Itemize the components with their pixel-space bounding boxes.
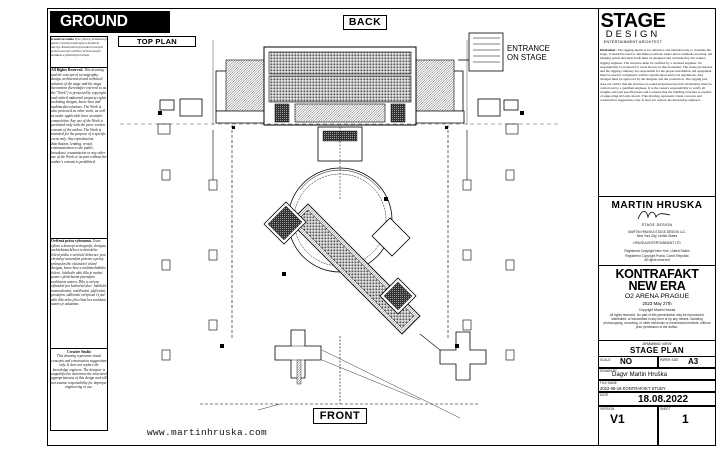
logo-stage-text: STAGE [600, 10, 666, 32]
copyright-note: All rights reserved. No part of this pre… [603, 313, 711, 329]
sheet-label: SHEET [660, 407, 671, 411]
notes-block-3-head: Ověřená práva vyhrazena. [51, 239, 92, 243]
designer-name: MARTIN HRUSKA [611, 200, 703, 211]
version-label: VERSION [600, 407, 615, 411]
disclaimer-head: Disclaimer: [600, 48, 617, 52]
fixture-icons [158, 111, 524, 348]
paper-value: A3 [688, 357, 699, 366]
title-block-divider [598, 196, 716, 197]
notes-block-1-head: Kreativní studio [51, 37, 74, 41]
diagonal-runway [263, 201, 421, 335]
disclaimer-text: Disclaimer: The rigging sketch is for re… [600, 48, 714, 103]
sheet-value: 1 [682, 412, 689, 426]
notes-divider [50, 67, 108, 68]
view-label: TOP PLAN [118, 36, 196, 47]
notes-divider [50, 238, 108, 239]
cross-platform-left [274, 329, 322, 385]
project-venue: O2 ARENA PRAGUE [624, 293, 690, 300]
scale-label: SCALE [600, 358, 611, 362]
signature-mark [637, 210, 671, 220]
version-cell [598, 406, 658, 446]
front-label: FRONT [313, 408, 367, 424]
entrance-label-line2: ON STAGE [507, 53, 547, 62]
title-block-column [598, 9, 716, 446]
website-link[interactable]: www.martinhruska.com [147, 427, 268, 438]
file-label: FILE NAME [600, 381, 617, 385]
notes-block-4-body: This drawing represents visual concepts … [51, 354, 107, 390]
address-line: Registered Copyright New York, United St… [624, 249, 690, 253]
drawn-cell [598, 368, 716, 380]
notes-block-3: Ověřená práva vyhrazena. Tento výkres a … [51, 239, 107, 347]
entrance-label: ENTRANCE ON STAGE [507, 44, 550, 62]
drawn-value: Dagvr Martin Hruška [612, 372, 668, 378]
copyright-line: Copyright Martin Hruska [638, 308, 676, 312]
address-line: New York City, United States [636, 234, 678, 238]
notes-divider [50, 348, 108, 349]
notes-block-2: All Rights Reserved. This drawing and th… [51, 68, 107, 236]
file-value: 2022-08-18 KONTRAFAKT STUDY [600, 386, 666, 391]
scale-value: NO [620, 357, 632, 366]
notes-block-1: Kreativní studio Tyto výkresy představuj… [51, 37, 107, 59]
guide-lines [120, 40, 560, 125]
designer-sub: STAGE DESIGN [641, 223, 673, 227]
drawing-view-value: STAGE PLAN [630, 346, 684, 355]
version-value: V1 [610, 412, 625, 426]
title-block-divider [598, 340, 716, 341]
drawn-label: DRAWN BY [600, 369, 618, 373]
file-cell [598, 380, 716, 392]
notes-block-2-body: This drawing and the concept of scenogra… [51, 68, 107, 164]
project-title-line2: NEW ERA [628, 279, 686, 293]
date-label: DATE [600, 393, 609, 397]
paper-cell [658, 356, 716, 368]
address-line: All rights reserved [644, 258, 670, 262]
logo-subtitle: ENTERTAINMENT ARCHITECT [603, 40, 663, 44]
title-block-divider [598, 265, 716, 266]
side-catwalks [157, 123, 519, 361]
entrance-label-line1: ENTRANCE [507, 44, 550, 53]
notes-block-1-body: Tyto výkresy představují pouze rozvržení… [51, 37, 107, 58]
notes-block-4: Creative Studio This drawing represents … [51, 350, 107, 400]
address-line: MARTIN HRUSKA STAGE DESIGN LLC [628, 230, 686, 234]
project-date: 2023 May 27th [642, 301, 672, 306]
address-line: Registered Copyright Praha, Czech Republ… [625, 254, 689, 258]
logo-design-text: DESIGN [605, 29, 661, 40]
date-cell [598, 392, 716, 406]
sheet-cell [658, 406, 716, 446]
paper-label: PAPER SIZE [660, 358, 679, 362]
back-label: BACK [343, 15, 387, 30]
scale-cell [598, 356, 658, 368]
front-lines [200, 333, 480, 419]
cross-platform-right [439, 331, 487, 381]
date-value: 18.08.2022 [638, 394, 689, 405]
stage-plan-drawing [120, 32, 560, 419]
project-title-line1: KONTRAFAKT [615, 267, 699, 281]
backstage-structure [159, 32, 519, 200]
project-title: KONTRAFAKT NEW ERA [600, 267, 714, 293]
notes-block-4-head: Creative Studio [67, 350, 91, 354]
disclaimer-body: The rigging sketch is for reference and … [600, 48, 713, 103]
drawing-view-label: DRAWING VIEW [642, 342, 672, 346]
sheet-title: GROUND PLAN [50, 11, 170, 52]
notes-block-2-head: All Rights Reserved. [51, 68, 84, 72]
notes-block-3-body: Tento výkres a koncept scénografie, desi… [51, 239, 107, 306]
address-line: HRUSKA ENTERTAINMENT LTD [633, 241, 681, 245]
notes-column [50, 36, 108, 431]
